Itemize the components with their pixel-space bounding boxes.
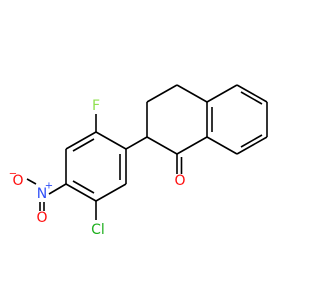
nitro-nitrogen-charge: +: [45, 181, 53, 192]
nitro-nitrogen-label: N: [37, 186, 47, 202]
bond-c4-c4a: [176, 84, 208, 103]
bond-ar4-n: [48, 183, 67, 195]
bond-c8-c8a: [206, 136, 238, 155]
tetralone-ring-system: [146, 84, 268, 174]
bond-ar1-ar2: [95, 131, 127, 150]
bond-c8a-c1: [176, 136, 208, 155]
bond-c7-c8: [236, 136, 268, 155]
bond-benzo-inner-2: [240, 91, 263, 105]
bond-benzo-inner-3: [240, 134, 263, 148]
chlorine-label: Cl: [91, 222, 105, 238]
bond-ar4-ar5: [65, 183, 97, 202]
bond-c4a-c5: [206, 84, 238, 103]
bond-c3-c4: [146, 84, 178, 103]
bond-c1-c2: [146, 136, 178, 155]
bond-ar2-ar3: [65, 131, 97, 150]
fluorine-label: F: [92, 98, 100, 114]
bond-phenyl-inner-1: [72, 138, 95, 152]
nitro-oxygen-top-label: O: [12, 173, 23, 189]
nitro-oxygen-bottom-label: O: [36, 210, 47, 226]
bond-c2-aryl: [125, 136, 148, 150]
bond-n-o-top: [26, 178, 37, 185]
bond-c5-c6: [236, 84, 268, 103]
phenyl-ring: [48, 114, 148, 220]
molecule-structure-diagram: F Cl O N + O − O: [9, 84, 268, 238]
nitro-oxygen-charge: −: [9, 169, 17, 180]
ketone-oxygen-label: O: [174, 173, 185, 189]
bond-phenyl-inner-2: [72, 180, 95, 194]
nitro-group: [26, 178, 45, 211]
bond-ar5-ar6: [95, 183, 127, 202]
